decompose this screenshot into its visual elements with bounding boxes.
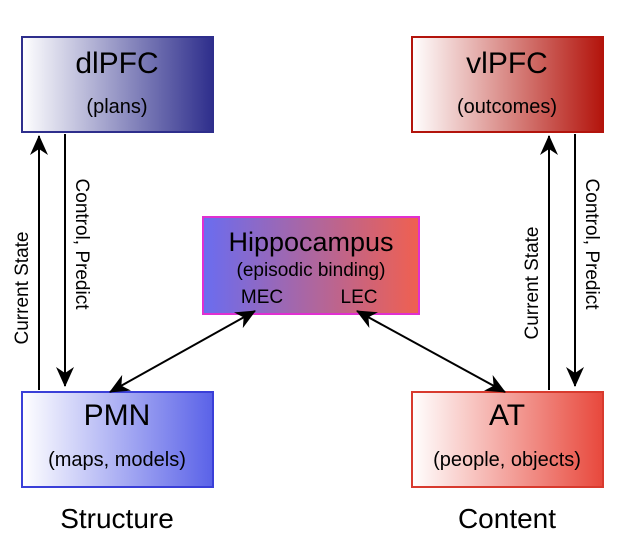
vlpfc-subtitle: (outcomes) bbox=[457, 96, 557, 118]
pmn-title: PMN bbox=[84, 399, 151, 432]
right-current-state-label: Current State bbox=[522, 227, 543, 340]
hippocampus-subtitle: (episodic binding) bbox=[237, 260, 386, 281]
left-current-state-label: Current State bbox=[12, 232, 33, 345]
vlpfc-title: vlPFC bbox=[466, 47, 548, 80]
dlpfc-title: dlPFC bbox=[75, 47, 158, 80]
content-label: Content bbox=[458, 503, 556, 534]
hippocampus-box: Hippocampus (episodic binding) MEC LEC bbox=[202, 216, 420, 315]
pmn-box: PMN (maps, models) bbox=[21, 391, 214, 488]
hippocampus-mec-label: MEC bbox=[241, 287, 283, 308]
pmn-subtitle: (maps, models) bbox=[48, 449, 186, 471]
at-subtitle: (people, objects) bbox=[433, 449, 581, 471]
dlpfc-subtitle: (plans) bbox=[86, 96, 147, 118]
right-control-predict-label: Control, Predict bbox=[581, 179, 602, 311]
vlpfc-box: vlPFC (outcomes) bbox=[411, 36, 604, 133]
pmn-mec-arrow bbox=[109, 310, 256, 393]
hippocampus-lec-label: LEC bbox=[341, 287, 378, 308]
lec-at-arrow bbox=[356, 310, 506, 393]
hippocampus-title: Hippocampus bbox=[228, 227, 393, 257]
dlpfc-box: dlPFC (plans) bbox=[21, 36, 214, 133]
at-title: AT bbox=[489, 399, 525, 432]
left-control-predict-label: Control, Predict bbox=[71, 179, 92, 311]
at-box: AT (people, objects) bbox=[411, 391, 604, 488]
structure-label: Structure bbox=[60, 503, 174, 534]
